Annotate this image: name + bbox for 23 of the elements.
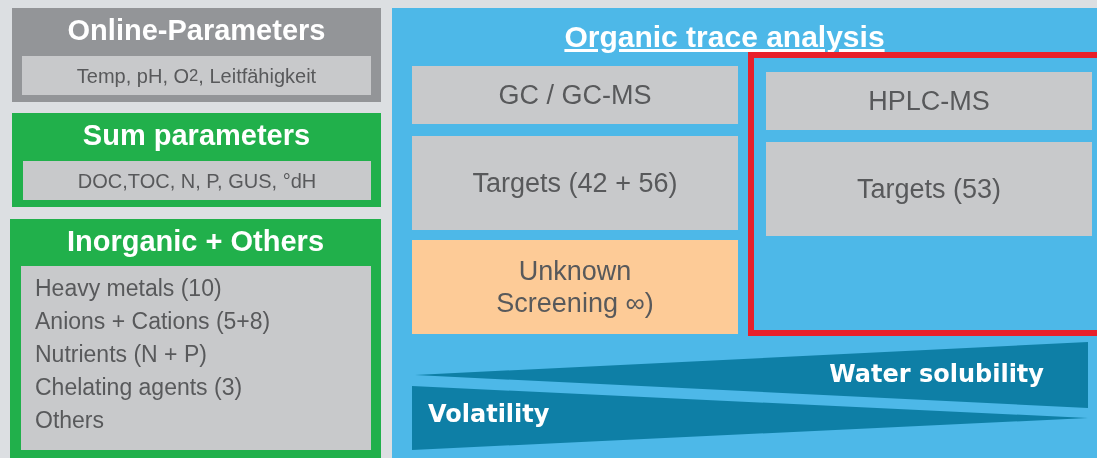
category-panel xyxy=(12,8,381,102)
panel-title: Sum parameters xyxy=(82,119,311,151)
list-item: Heavy metals (10) xyxy=(35,275,222,301)
screening-box: Unknown Screening ∞) xyxy=(412,240,738,334)
list-item: Anions + Cations (5+8) xyxy=(35,308,271,334)
parameter-box: DOC,TOC, N, P, GUS, °dH xyxy=(23,161,371,200)
method-box: Targets (42 + 56) xyxy=(412,136,738,230)
list-item: Nutrients (N + P) xyxy=(35,341,207,367)
method-box: Targets (53) xyxy=(766,142,1092,236)
panel-title: Online-Parameters xyxy=(67,14,326,46)
list-item: Chelating agents (3) xyxy=(35,374,243,400)
method-box: HPLC-MS xyxy=(766,72,1092,130)
list-item: Others xyxy=(35,407,105,433)
list-panel xyxy=(21,266,371,450)
wedge-label: Water solubility xyxy=(829,360,1044,388)
analysis-panel xyxy=(392,8,1097,458)
panel-title: Organic trace analysis xyxy=(564,20,885,53)
highlight-frame xyxy=(748,52,1097,336)
category-panel xyxy=(10,219,381,458)
category-panel xyxy=(12,113,381,207)
panel-title: Inorganic + Others xyxy=(66,225,324,257)
method-box: GC / GC-MS xyxy=(412,66,738,124)
wedge-label: Volatility xyxy=(428,400,550,428)
